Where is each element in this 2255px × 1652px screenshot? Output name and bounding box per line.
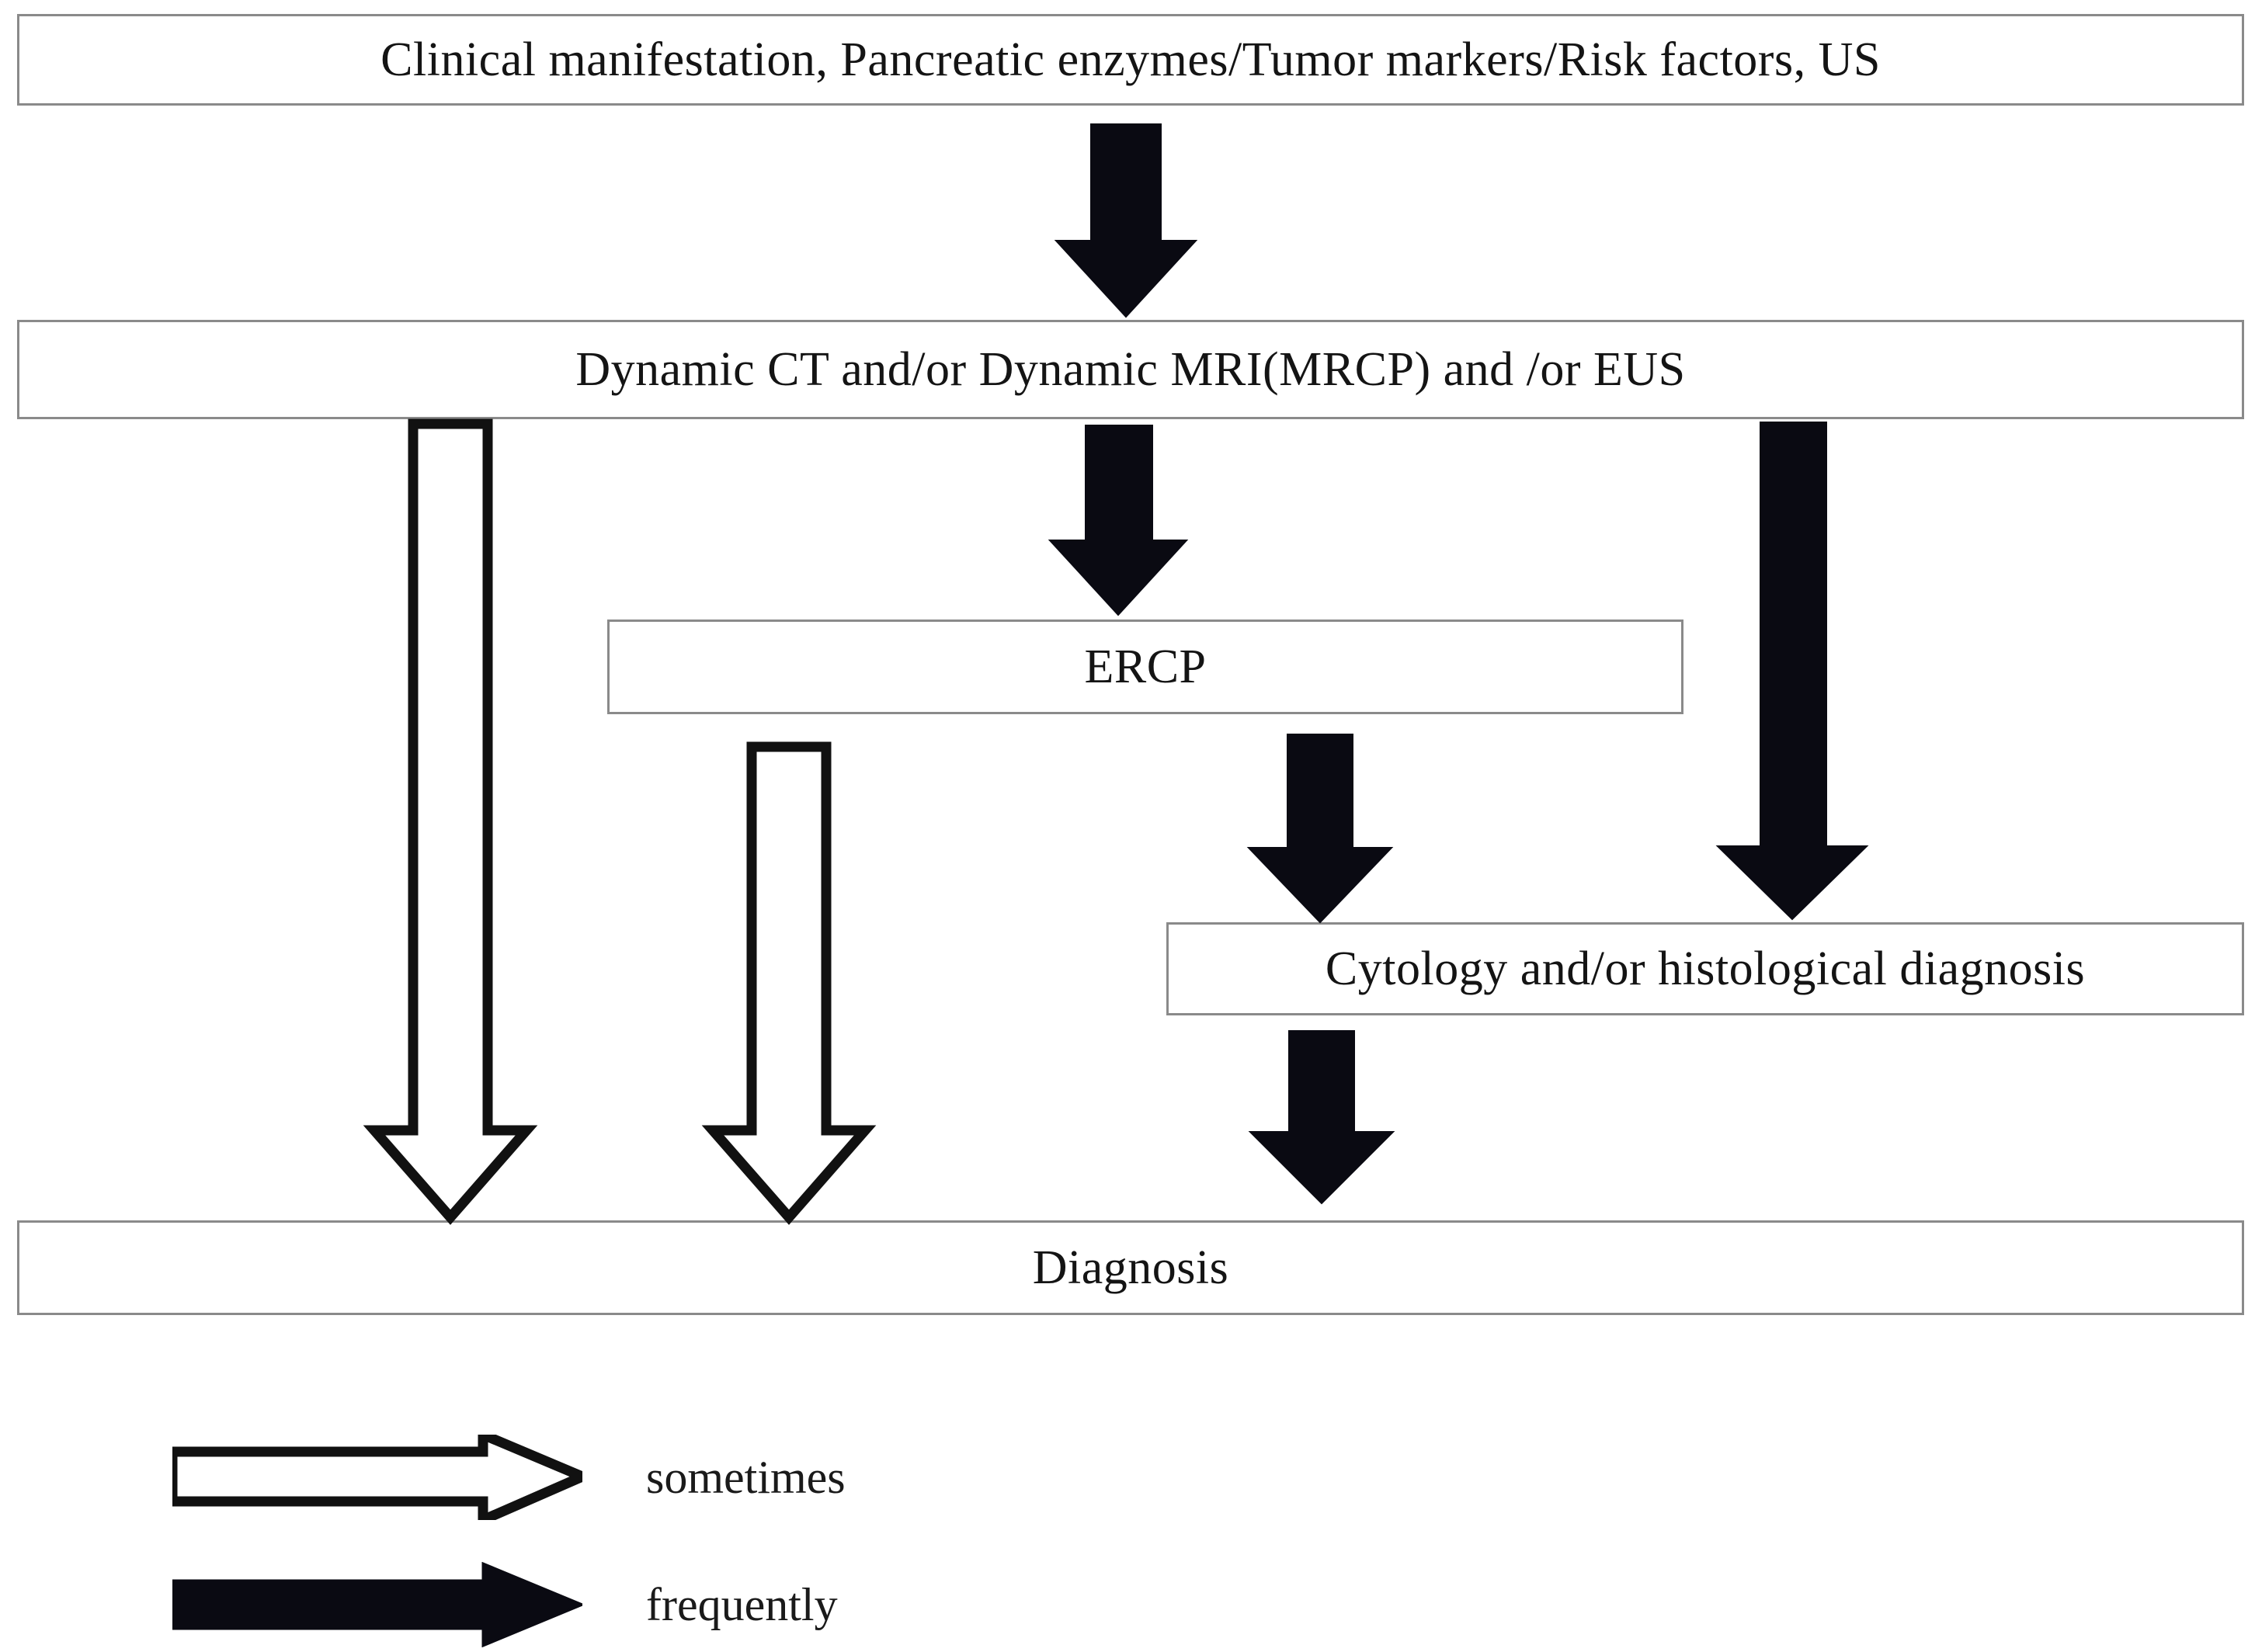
node-imaging-label: Dynamic CT and/or Dynamic MRI(MRCP) and …	[575, 342, 1686, 396]
edge-cytology-to-diagnosis-arrow	[1248, 1030, 1395, 1205]
node-ercp-label: ERCP	[1084, 640, 1207, 693]
edge-imaging-to-cytology-arrow	[1715, 422, 1869, 921]
node-initial-workup[interactable]: Clinical manifestation, Pancreatic enzym…	[17, 14, 2244, 106]
legend-frequently-arrow-icon	[171, 1561, 585, 1648]
node-cytology[interactable]: Cytology and/or histological diagnosis	[1166, 922, 2244, 1015]
edge-imaging-to-diagnosis-arrow	[363, 418, 538, 1225]
legend-sometimes-label: sometimes	[646, 1451, 846, 1503]
edge-ercp-to-cytology-arrow	[1246, 734, 1394, 924]
node-imaging[interactable]: Dynamic CT and/or Dynamic MRI(MRCP) and …	[17, 320, 2244, 419]
edge-imaging-to-ercp-arrow	[1048, 425, 1189, 616]
edge-initial-to-imaging-arrow	[1054, 123, 1198, 318]
legend-item-frequently: frequently	[171, 1561, 838, 1648]
legend-sometimes-arrow-icon	[167, 1427, 596, 1528]
node-ercp[interactable]: ERCP	[607, 620, 1683, 714]
legend-item-sometimes: sometimes	[167, 1427, 846, 1528]
node-cytology-label: Cytology and/or histological diagnosis	[1325, 942, 2086, 995]
node-initial-workup-label: Clinical manifestation, Pancreatic enzym…	[380, 33, 1881, 86]
node-diagnosis-label: Diagnosis	[1032, 1241, 1229, 1294]
edge-ercp-to-diagnosis-arrow	[701, 741, 877, 1225]
node-diagnosis[interactable]: Diagnosis	[17, 1220, 2244, 1315]
legend-frequently-label: frequently	[646, 1578, 838, 1630]
